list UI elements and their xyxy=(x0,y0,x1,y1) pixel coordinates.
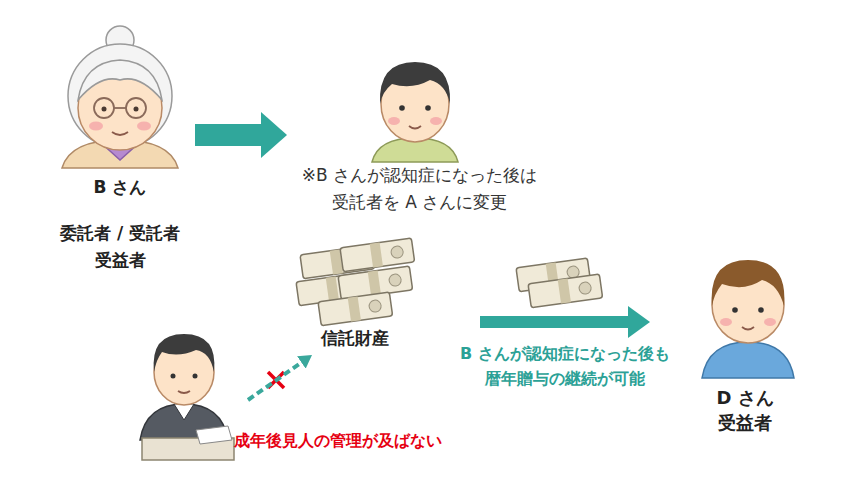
guardian-node: 成年後見人の管理が及ばない xyxy=(230,400,502,460)
flow-arrow xyxy=(248,362,301,400)
person-d-figure xyxy=(742,327,754,330)
man-a-figure xyxy=(399,105,405,111)
money-stack xyxy=(370,242,383,267)
person-d-figure xyxy=(712,260,785,306)
man-a-figure xyxy=(425,105,431,111)
person-d-figure xyxy=(758,307,764,313)
guardian-figure xyxy=(193,374,198,379)
person-name: D さん xyxy=(716,385,773,410)
money-gift xyxy=(528,274,603,308)
grandma-figure xyxy=(114,107,126,109)
asset-node: 信託財産 xyxy=(285,245,480,355)
person-node: B さん委託者 / 受託者 受益者 xyxy=(45,25,195,275)
money-stack xyxy=(390,245,404,259)
person-name: B さん xyxy=(94,175,147,201)
person-d-figure xyxy=(702,342,794,378)
money-gift xyxy=(578,281,592,295)
note-box: ※B さんが認知症になった後は 受託者を A さんに変更 xyxy=(287,38,552,222)
money-stack xyxy=(348,296,361,321)
person-d-figure xyxy=(764,318,776,326)
man-a-figure xyxy=(380,62,450,104)
asset-label: 信託財産 xyxy=(321,327,389,351)
money-stack xyxy=(318,292,393,326)
guardian-figure xyxy=(154,334,215,372)
person-d-figure xyxy=(702,260,794,378)
man-a-figure xyxy=(430,117,442,125)
money-stack xyxy=(368,270,381,295)
grandma-figure xyxy=(137,122,151,131)
grandma-figure xyxy=(89,122,103,131)
grandma-figure xyxy=(126,98,146,118)
grandma-figure xyxy=(94,98,114,118)
grandma-figure xyxy=(112,132,128,135)
grandma-figure xyxy=(62,26,178,168)
guardian-figure xyxy=(174,404,194,420)
person-d-figure xyxy=(720,318,732,326)
money-gift xyxy=(558,278,571,303)
man-a-figure xyxy=(372,62,458,162)
grandma-figure xyxy=(78,60,162,100)
warning-text: 成年後見人の管理が及ばない xyxy=(234,430,442,452)
flow-arrow xyxy=(480,316,628,328)
man-a-figure xyxy=(409,126,421,129)
box-fill xyxy=(287,38,552,222)
man-a-figure xyxy=(388,117,400,125)
money-gift xyxy=(516,258,603,308)
edge-label: B さんが認知症になった後も 暦年贈与の継続が可能 xyxy=(448,342,682,392)
money-stack xyxy=(326,276,339,301)
money-stack xyxy=(368,299,382,313)
note-text: ※B さんが認知症になった後は 受託者を A さんに変更 xyxy=(294,162,546,216)
guardian-figure xyxy=(140,334,234,460)
guardian-figure xyxy=(196,426,232,444)
money-stack xyxy=(296,238,415,326)
role-label: 受益者 xyxy=(718,410,772,435)
grandma-figure xyxy=(102,107,107,112)
guardian-figure xyxy=(178,391,190,393)
money-gift xyxy=(528,274,603,308)
guardian-figure xyxy=(171,374,176,379)
grandma-figure xyxy=(134,107,139,112)
role-label: 委託者 / 受託者 受益者 xyxy=(54,220,186,273)
flow-arrow xyxy=(195,124,261,146)
money-stack xyxy=(318,292,393,326)
person-d-figure xyxy=(732,307,738,313)
money-stack xyxy=(388,273,402,287)
